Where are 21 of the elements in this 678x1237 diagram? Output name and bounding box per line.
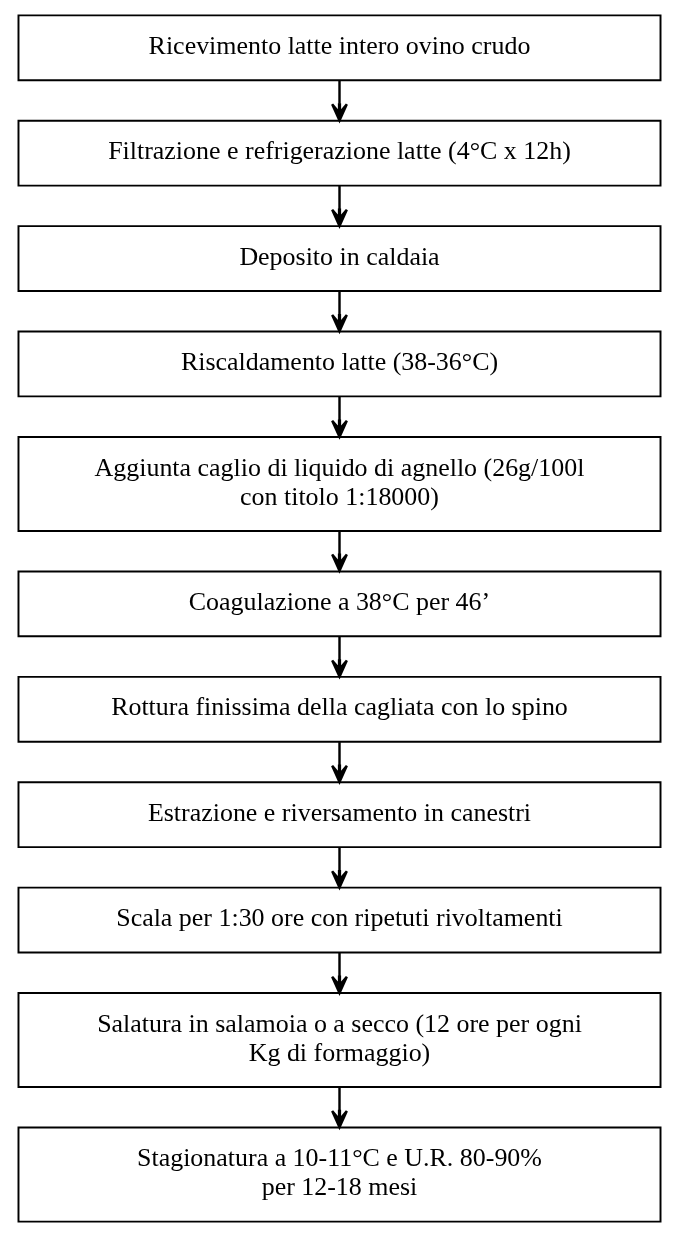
- node-box: Aggiunta caglio di liquido di agnello (26g/100l con titolo 1:18000): [17, 435, 661, 532]
- node-box: Deposito in caldaia: [17, 225, 661, 292]
- arrow: [330, 636, 348, 678]
- arrow: [330, 80, 348, 122]
- node-box: Rottura finissima della cagliata con lo spino: [17, 675, 661, 743]
- node-box: Filtrazione e refrigerazione latte (4°C x 12h): [17, 119, 661, 187]
- node-box: Coagulazione a 38°C per 46’: [17, 570, 661, 638]
- arrow: [330, 396, 348, 439]
- arrow: [330, 952, 348, 995]
- arrow: [330, 291, 348, 333]
- node-box: Salatura in salamoia o a secco (12 ore per ogni Kg di formaggio): [17, 992, 661, 1089]
- node-box: Estrazione e riversamento in canestri: [17, 781, 661, 849]
- node-box: Scala per 1:30 ore con ripetuti rivoltamenti: [17, 886, 661, 954]
- arrow: [330, 1087, 348, 1129]
- arrow: [330, 742, 348, 784]
- arrow: [330, 847, 348, 889]
- arrow: [330, 531, 348, 573]
- node-box: Stagionatura a 10-11°C e U.R. 80-90% per 12-18 mesi: [17, 1126, 661, 1223]
- arrow: [330, 186, 348, 228]
- node-box: Riscaldamento latte (38-36°C): [17, 330, 661, 398]
- node-box: Ricevimento latte intero ovino crudo: [17, 14, 661, 82]
